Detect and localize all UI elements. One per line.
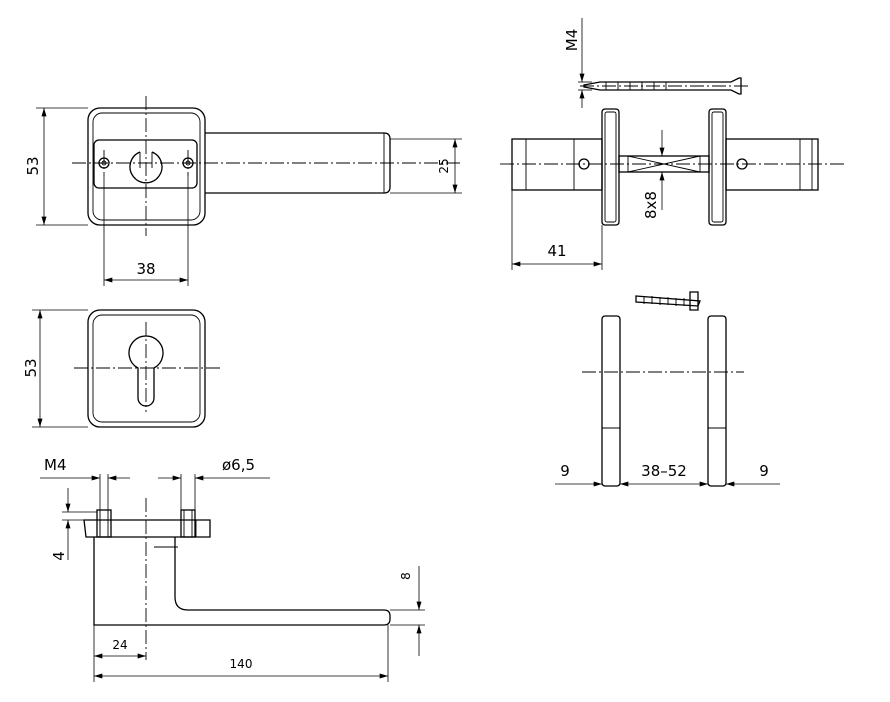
dim-label: 8x8 xyxy=(642,191,660,219)
dim-spindle: 8x8 xyxy=(642,130,665,219)
dim-rose-thickness: 4 xyxy=(50,488,97,561)
dim-label: 25 xyxy=(437,158,451,173)
dim-label: 53 xyxy=(24,156,42,175)
dim-rose-depth: 41 xyxy=(511,190,603,270)
dim-label: 9 xyxy=(560,462,570,480)
handle-front-view xyxy=(72,96,462,236)
dim-grip-height: 25 xyxy=(390,138,462,194)
dim-label: 41 xyxy=(547,242,566,260)
dim-screw-spacing: 38 xyxy=(103,176,189,286)
dim-label: ø6,5 xyxy=(222,456,255,474)
dim-door-thickness: 9 38–52 9 xyxy=(555,462,780,487)
assembly-view xyxy=(500,77,846,226)
dim-rose-height-top: 53 xyxy=(24,107,88,226)
dim-label: 8 xyxy=(399,572,413,580)
escutcheon-view xyxy=(74,309,222,428)
dim-label: M4 xyxy=(44,456,67,474)
dim-thread-side: M4 xyxy=(563,18,592,108)
dim-label: 24 xyxy=(112,638,127,652)
dim-rose-height-bottom: 53 xyxy=(22,309,88,428)
dim-label: 38 xyxy=(136,260,155,278)
dim-handle-length: 140 xyxy=(94,625,389,682)
dim-handle-offset: 24 xyxy=(93,625,147,682)
dim-label: 53 xyxy=(22,358,40,377)
dim-thread-top: M4 xyxy=(40,456,130,510)
dim-label: 4 xyxy=(50,551,68,561)
door-rose-view xyxy=(582,291,744,487)
dim-hole-diameter: ø6,5 xyxy=(158,456,270,510)
dim-label: 140 xyxy=(230,657,253,671)
dim-label: M4 xyxy=(563,29,581,52)
dim-label: 9 xyxy=(759,462,769,480)
dim-grip-thickness: 8 xyxy=(390,566,425,656)
dim-label: 38–52 xyxy=(641,462,687,480)
handle-side-view xyxy=(83,498,391,660)
